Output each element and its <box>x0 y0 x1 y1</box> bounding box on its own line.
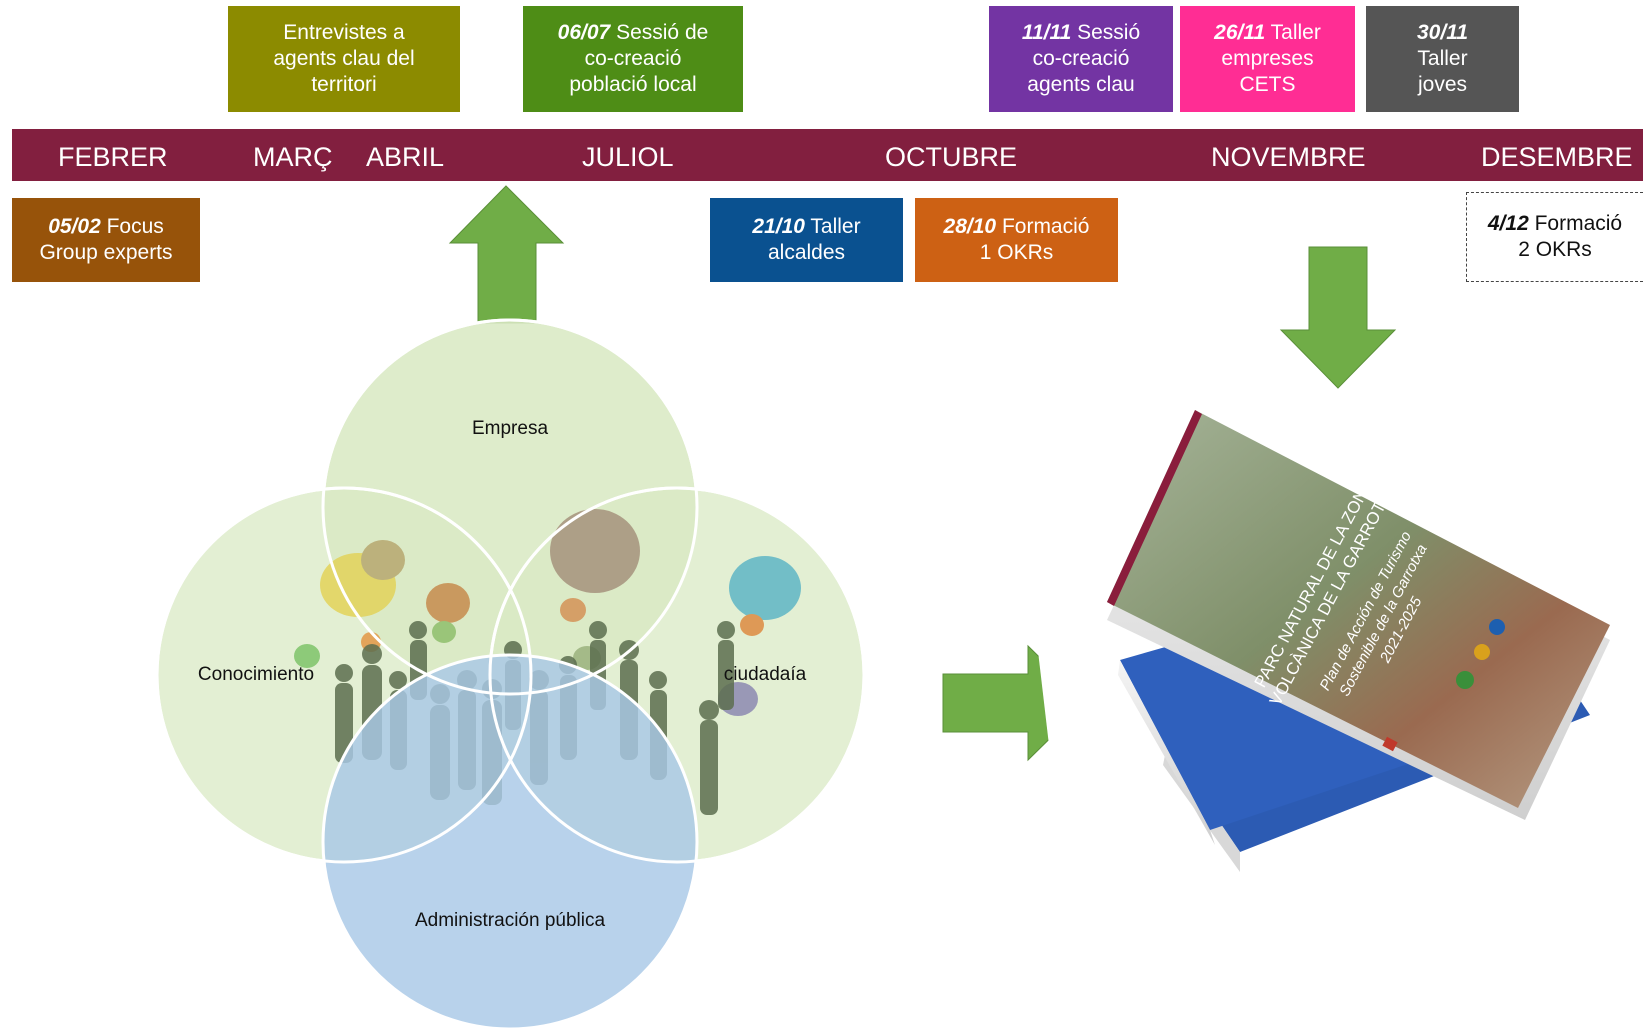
venn-label-conocimiento: Conocimiento <box>197 664 315 685</box>
month-marc: MARÇ <box>253 142 333 172</box>
timeline-band: FEBRER MARÇ ABRIL JULIOL OCTUBRE NOVEMBR… <box>12 129 1643 181</box>
box-line: Sessió <box>1077 21 1141 44</box>
venn-label-administracion: Administración pública <box>414 910 606 931</box>
box-line: Entrevistes a <box>283 21 405 44</box>
box-sessio-poblacio: 06/07 Sessió de co-creació població loca… <box>523 6 743 112</box>
venn-label-empresa: Empresa <box>471 418 549 439</box>
box-line: 2 OKRs <box>1518 238 1592 261</box>
box-formacio-2: 4/12 Formació 2 OKRs <box>1466 192 1643 282</box>
box-date: 30/11 <box>1417 21 1468 44</box>
book-cover <box>1107 410 1610 808</box>
box-sessio-agents: 11/11 Sessió co-creació agents clau <box>989 6 1173 112</box>
box-line: 1 OKRs <box>979 241 1054 264</box>
arrow-up-icon <box>448 185 565 324</box>
box-line: territori <box>311 73 377 96</box>
box-date: 05/02 <box>48 215 101 238</box>
box-line: Group experts <box>39 241 173 264</box>
box-line: CETS <box>1239 73 1296 96</box>
box-line: joves <box>1417 73 1468 96</box>
month-abril: ABRIL <box>366 142 445 172</box>
box-date: 21/10 <box>752 215 805 238</box>
box-formacio-1: 28/10 Formació 1 OKRs <box>915 198 1118 282</box>
month-febrer: FEBRER <box>58 142 168 172</box>
box-date: 11/11 <box>1021 21 1072 44</box>
venn-circle-administracion <box>321 653 699 1029</box>
box-date: 4/12 <box>1487 212 1529 235</box>
box-line: agents clau del <box>273 47 415 70</box>
box-focus-group: 05/02 Focus Group experts <box>12 198 200 282</box>
book-stack-image: PARC NATURAL DE LA ZONA VOLCÀNICA DE LA … <box>1013 392 1643 925</box>
box-entrevistes: Entrevistes a agents clau del territori <box>228 6 460 112</box>
arrow-down-icon <box>1279 246 1397 389</box>
month-novembre: NOVEMBRE <box>1211 142 1366 172</box>
box-line: població local <box>569 73 697 96</box>
box-taller-empreses: 26/11 Taller empreses CETS <box>1180 6 1355 112</box>
box-line: Formació <box>1001 215 1090 238</box>
box-line: Taller <box>1417 47 1468 70</box>
box-date: 28/10 <box>943 215 997 238</box>
box-line: co-creació <box>584 47 682 70</box>
box-line: empreses <box>1221 47 1314 70</box>
box-date: 26/11 <box>1214 21 1266 44</box>
venn-label-ciudadania: ciudadaía <box>723 664 807 685</box>
box-line: Focus <box>106 215 164 238</box>
box-taller-alcaldes: 21/10 Taller alcaldes <box>710 198 903 282</box>
month-octubre: OCTUBRE <box>885 142 1018 172</box>
month-juliol: JULIOL <box>582 142 674 172</box>
box-line: alcaldes <box>767 241 846 264</box>
book-logos-icon <box>1382 619 1505 752</box>
box-date: 06/07 <box>557 21 611 44</box>
month-desembre: DESEMBRE <box>1481 142 1633 172</box>
box-line: Sessió de <box>616 21 709 44</box>
box-line: agents clau <box>1027 73 1135 96</box>
box-line: Taller <box>810 215 861 238</box>
box-line: Taller <box>1270 21 1321 44</box>
box-line: Formació <box>1534 212 1623 235</box>
box-taller-joves: 30/11 Taller joves <box>1366 6 1519 112</box>
box-line: co-creació <box>1032 47 1130 70</box>
